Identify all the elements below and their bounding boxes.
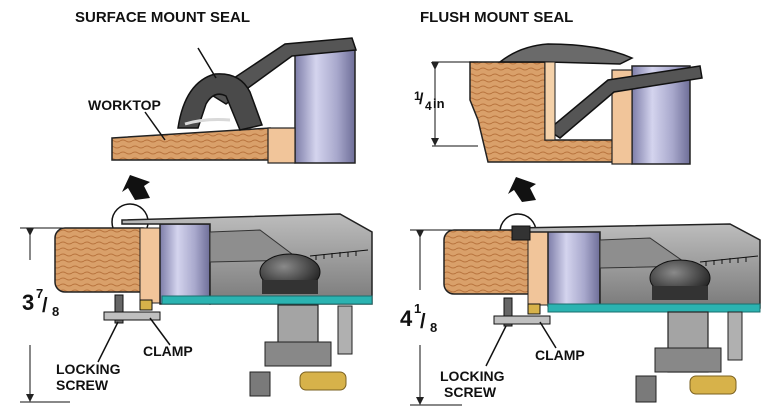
surface-mount-detail: WORKTOP bbox=[88, 37, 358, 164]
sink-bowl-right bbox=[547, 227, 601, 307]
steel-top-sheet-right bbox=[546, 65, 703, 139]
surface-mount-title: SURFACE MOUNT SEAL bbox=[75, 9, 250, 26]
flush-mount-assembly: 4 1 / 8 CLAMP LOCKING SCREW bbox=[400, 223, 761, 406]
clamp-left bbox=[103, 311, 161, 321]
seal-depth-num: 1 bbox=[414, 89, 421, 103]
right-thickness-den: 8 bbox=[430, 320, 437, 335]
surface-mount-assembly: 3 7 / 8 CLAMP LOCK bbox=[20, 213, 373, 403]
gas-fitting-left bbox=[299, 371, 347, 391]
screw-label-left: SCREW bbox=[56, 377, 109, 393]
locking-screw-left bbox=[114, 294, 124, 324]
svg-text:/: / bbox=[42, 295, 48, 317]
bowl-rim-spacer bbox=[267, 127, 296, 164]
flush-mount-detail: 1 / 4 in bbox=[414, 43, 703, 165]
sink-bowl-left bbox=[159, 223, 211, 305]
seal-depth-unit: in bbox=[433, 96, 445, 111]
worktop-slab bbox=[111, 127, 271, 161]
flush-seal-small bbox=[511, 225, 531, 241]
flush-mount-title: FLUSH MOUNT SEAL bbox=[420, 9, 573, 26]
worktop-label: WORKTOP bbox=[88, 97, 161, 113]
seal-highlight bbox=[184, 118, 231, 126]
rebate-edge bbox=[544, 61, 556, 141]
surface-seal bbox=[177, 73, 263, 131]
clamp-right bbox=[493, 315, 551, 325]
screw-label-right: SCREW bbox=[444, 384, 497, 400]
right-thickness-num: 1 bbox=[414, 301, 421, 316]
svg-text:/: / bbox=[420, 311, 426, 333]
locking-label-right: LOCKING bbox=[440, 368, 505, 384]
clamp-label-right: CLAMP bbox=[535, 347, 585, 363]
worktop-block-left bbox=[54, 227, 154, 293]
right-thickness-whole: 4 bbox=[400, 306, 413, 331]
worktop-pointer bbox=[144, 111, 166, 141]
locking-screw-right bbox=[503, 297, 513, 327]
left-thickness-den: 8 bbox=[52, 304, 59, 319]
left-thickness-num: 7 bbox=[36, 286, 43, 301]
seal-pointer bbox=[197, 47, 217, 79]
gas-fitting-right bbox=[689, 375, 737, 395]
flush-seal bbox=[497, 43, 634, 65]
left-thickness-whole: 3 bbox=[22, 290, 34, 315]
base-tray-right bbox=[547, 303, 761, 313]
clamp-label-left: CLAMP bbox=[143, 343, 193, 359]
bowl-wall bbox=[294, 47, 356, 164]
seal-depth-den: 4 bbox=[425, 99, 432, 113]
bowl-rim-spacer-right bbox=[611, 69, 633, 165]
locking-label-left: LOCKING bbox=[56, 361, 121, 377]
base-tray-left bbox=[161, 295, 373, 305]
svg-text:/: / bbox=[419, 91, 424, 108]
